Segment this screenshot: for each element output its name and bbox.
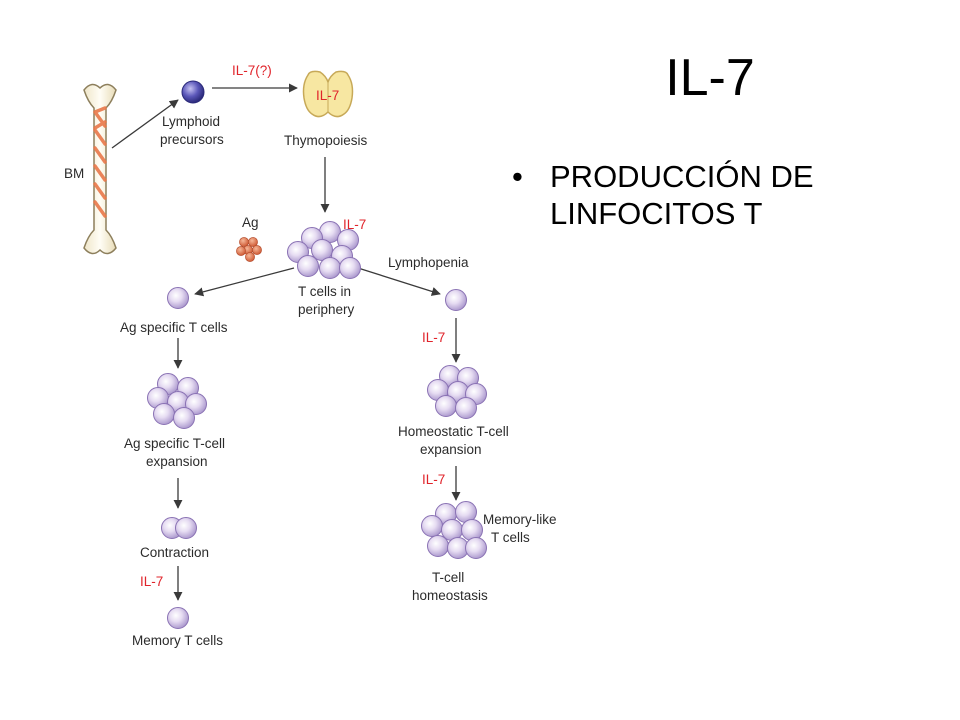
ag-specific-expansion-cluster	[147, 373, 207, 429]
lymphoid-label-line2: precursors	[160, 132, 224, 147]
memory-tcell	[167, 607, 189, 629]
memory-il7-label: IL-7	[140, 574, 163, 589]
homeostasis-label-line1: T-cell	[432, 570, 464, 585]
ag-specific-label: Ag specific T cells	[120, 320, 228, 335]
thymus-il7-label: IL-7	[316, 88, 339, 103]
memorylike-label-line1: Memory-like	[483, 512, 557, 527]
arrow-periphery-to-lymphopenia	[357, 267, 441, 296]
homeostatic-il7-label: IL-7	[422, 330, 445, 345]
il7-question-label: IL-7(?)	[232, 63, 272, 78]
ag-expansion-label-line1: Ag specific T-cell	[124, 436, 225, 451]
periphery-tcell-cluster	[287, 221, 361, 279]
ag-specific-tcell	[167, 287, 189, 309]
periphery-il7-label: IL-7	[343, 217, 366, 232]
slide-title: IL-7	[665, 49, 755, 107]
lymphopenia-tcell	[445, 289, 467, 311]
bm-label: BM	[64, 166, 84, 181]
homeostatic-label-line1: Homeostatic T-cell	[398, 424, 509, 439]
bone-marrow-icon	[83, 83, 117, 255]
ag-expansion-label-line2: expansion	[146, 454, 208, 469]
memory-tcells-label: Memory T cells	[132, 633, 223, 648]
tcells-label-line1: T cells in	[298, 284, 351, 299]
bullet-glyph: •	[512, 159, 523, 194]
homeostatic-label-line2: expansion	[420, 442, 482, 457]
memorylike-il7-label: IL-7	[422, 472, 445, 487]
lymphopenia-label: Lymphopenia	[388, 255, 469, 270]
homeostatic-expansion-cluster	[427, 365, 487, 419]
contraction-cells	[161, 517, 197, 539]
lymphoid-precursor-cell	[181, 80, 205, 104]
homeostasis-label-line2: homeostasis	[412, 588, 488, 603]
arrow-bm-to-precursor	[111, 99, 179, 149]
bullet-item: • PRODUCCIÓN DE LINFOCITOS T	[512, 158, 942, 232]
antigen-icon	[236, 237, 262, 262]
lymphoid-label-line1: Lymphoid	[162, 114, 220, 129]
arrow-periphery-to-ag-specific	[194, 267, 295, 297]
bullet-text: PRODUCCIÓN DE LINFOCITOS T	[550, 159, 814, 231]
contraction-label: Contraction	[140, 545, 209, 560]
thymus-icon	[302, 70, 354, 118]
memorylike-label-line2: T cells	[491, 530, 530, 545]
ag-label: Ag	[242, 215, 259, 230]
thymopoiesis-label: Thymopoiesis	[284, 133, 368, 148]
memorylike-tcell-cluster	[421, 501, 487, 559]
bullet-list: • PRODUCCIÓN DE LINFOCITOS T	[512, 158, 942, 232]
tcells-label-line2: periphery	[298, 302, 355, 317]
